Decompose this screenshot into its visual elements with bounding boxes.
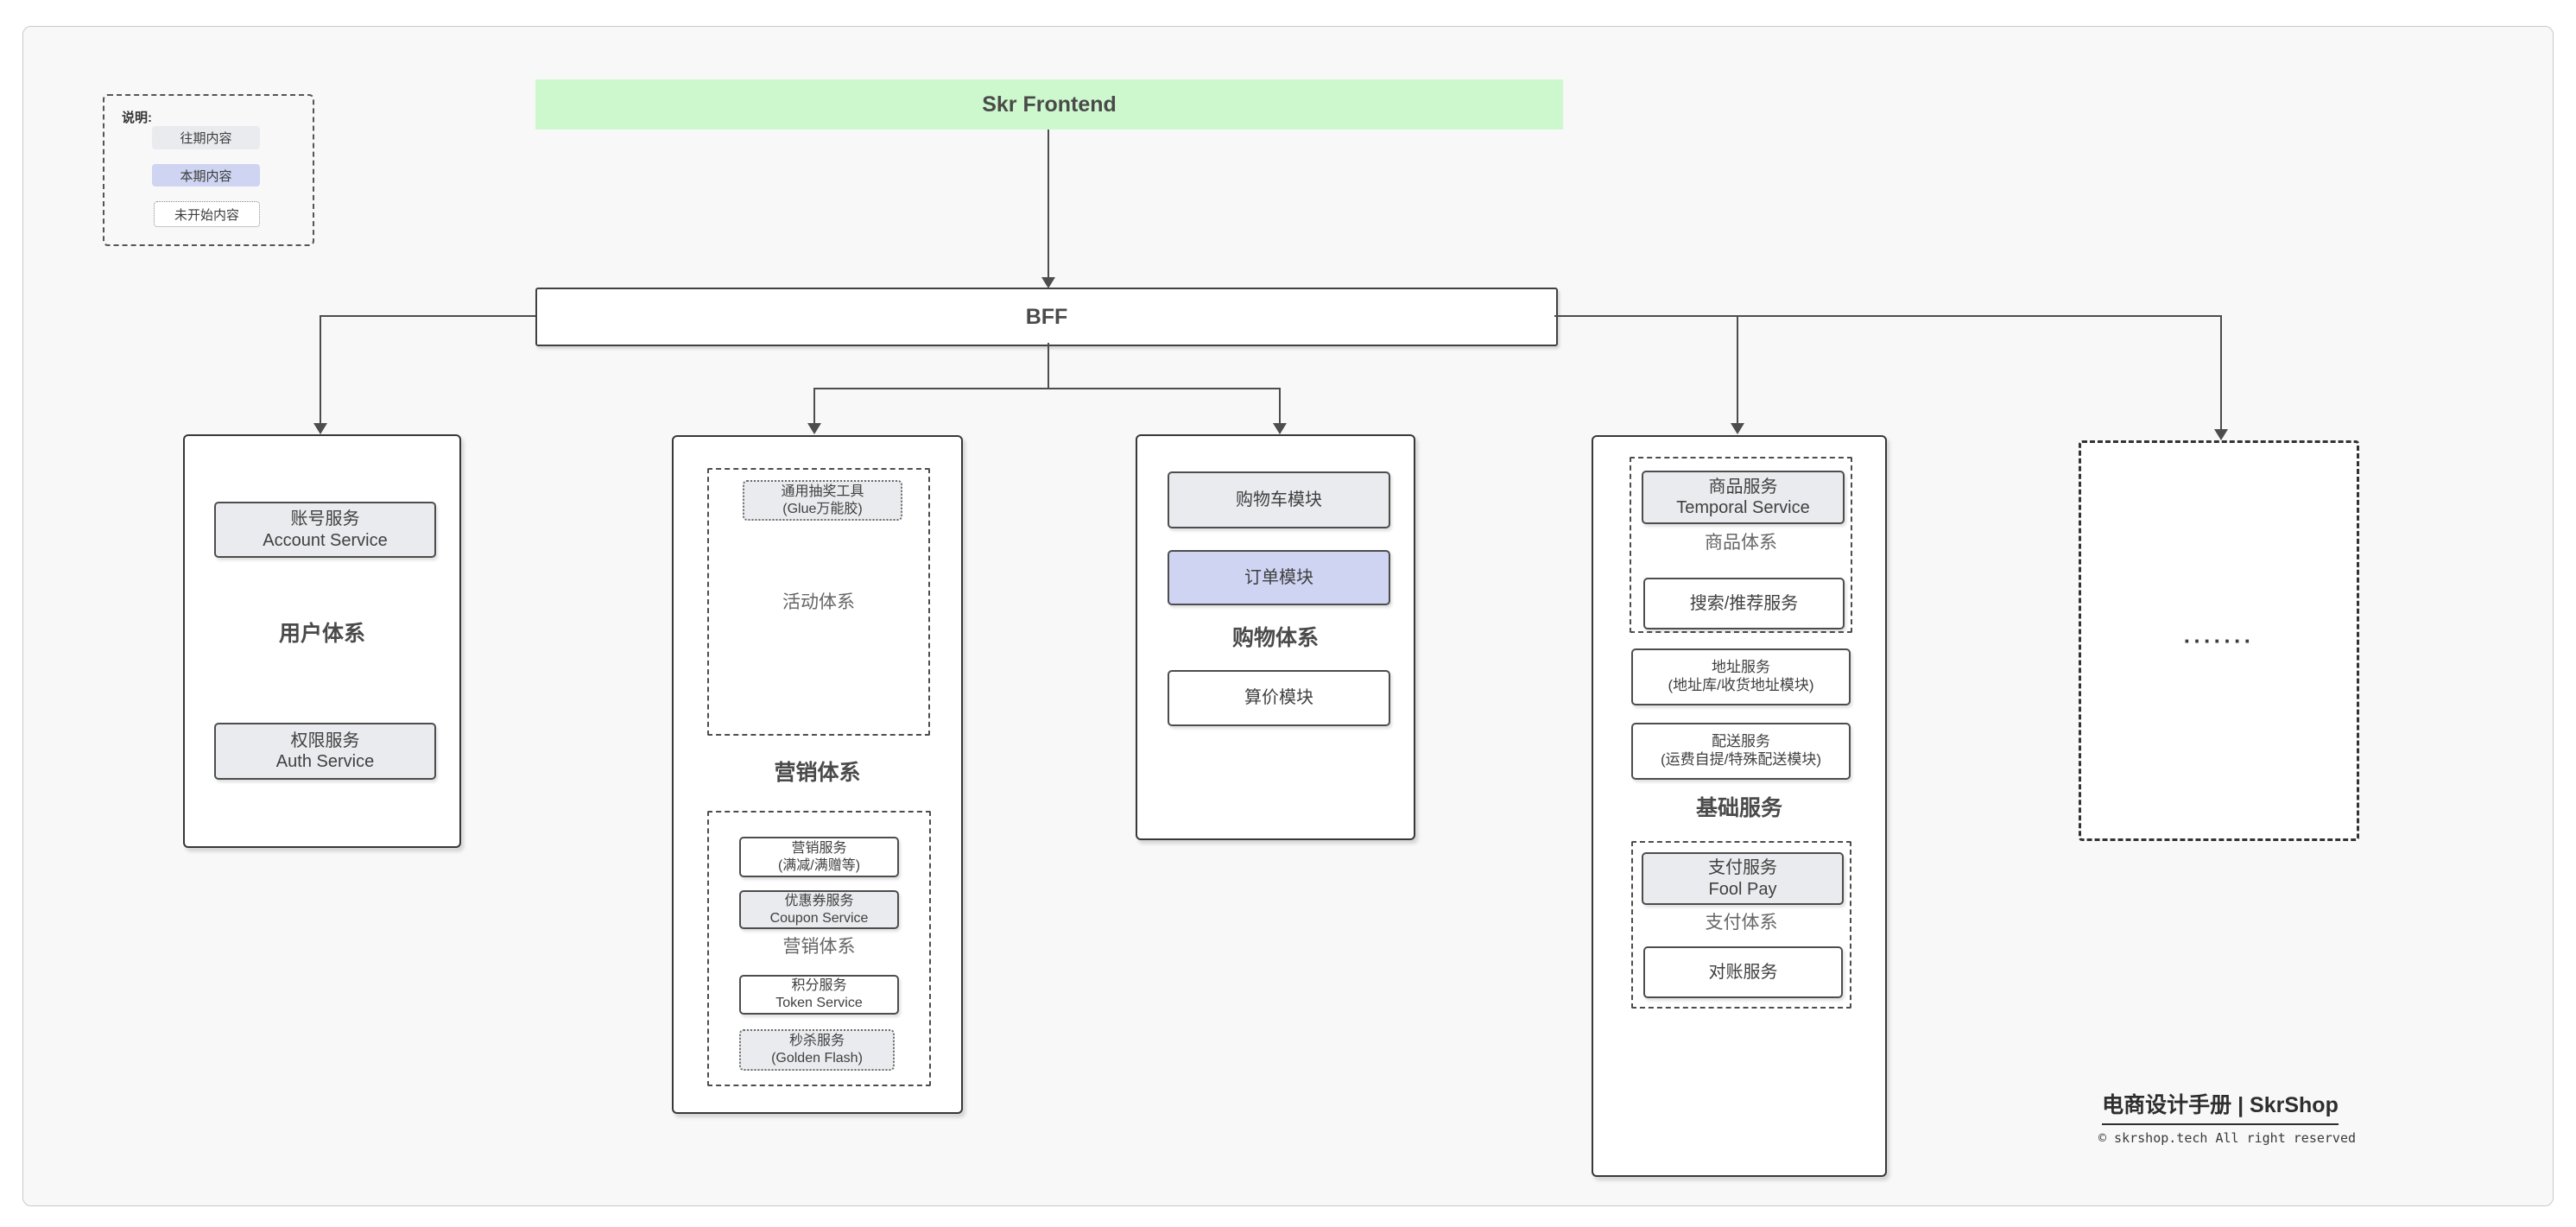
delivery-service-line2: (运费自提/特殊配送模块) [1660, 751, 1822, 768]
legend-title: 说明: [122, 111, 152, 125]
marketing-system-title: 营销体系 [774, 761, 861, 785]
marketing-service-line2: (满减/满赠等) [777, 857, 861, 873]
reconciliation-service-node: 对账服务 [1643, 946, 1843, 998]
auth-service-line2: Auth Service [275, 752, 375, 771]
activity-group: 通用抽奖工具 (Glue万能胶) 活动体系 [707, 468, 930, 736]
user-system-container: 账号服务 Account Service 用户体系 权限服务 Auth Serv… [183, 434, 461, 848]
token-service-line2: Token Service [775, 996, 863, 1010]
payment-group-label: 支付体系 [1705, 913, 1778, 933]
future-placeholder-box: ······· [2079, 440, 2359, 841]
foolpay-service-line2: Fool Pay [1708, 879, 1777, 899]
skr-frontend-node: Skr Frontend [535, 79, 1563, 130]
account-service-line1: 账号服务 [290, 509, 360, 529]
footer-title: 电商设计手册 | SkrShop [2102, 1088, 2339, 1125]
foolpay-service-node: 支付服务 Fool Pay [1642, 852, 1844, 905]
search-recommend-line1: 搜索/推荐服务 [1689, 593, 1799, 613]
auth-service-line1: 权限服务 [290, 731, 360, 750]
connector-basic-v [1737, 315, 1738, 425]
connector-frontend-bff [1047, 130, 1049, 279]
token-service-node: 积分服务 Token Service [739, 975, 899, 1015]
legend-item-not-started: 未开始内容 [154, 201, 260, 227]
goods-group-label: 商品体系 [1705, 533, 1777, 553]
order-module-node: 订单模块 [1168, 550, 1390, 605]
connector-bff-center-stem [1047, 343, 1049, 389]
legend-item-past: 往期内容 [152, 126, 260, 149]
delivery-service-line1: 配送服务 [1712, 733, 1770, 750]
shopping-system-container: 购物车模块 订单模块 购物体系 算价模块 [1136, 434, 1415, 840]
connector-future-v [2220, 315, 2222, 431]
goods-group: 商品服务 Temporal Service 商品体系 搜索/推荐服务 [1630, 457, 1852, 633]
connector-bff-user-v [320, 315, 321, 425]
lottery-tool-line2: (Glue万能胶) [782, 501, 863, 516]
auth-service-node: 权限服务 Auth Service [214, 723, 436, 780]
activity-group-label: 活动体系 [782, 592, 855, 612]
coupon-service-line1: 优惠券服务 [784, 893, 854, 908]
connector-center-split [814, 388, 1281, 389]
connector-bff-right-h [1554, 315, 2222, 317]
connector-marketing-v [813, 388, 815, 425]
coupon-service-node: 优惠券服务 Coupon Service [739, 890, 899, 929]
arrowhead-basic-services [1731, 423, 1744, 434]
delivery-service-node: 配送服务 (运费自提/特殊配送模块) [1631, 723, 1851, 780]
marketing-service-node: 营销服务 (满减/满赠等) [739, 837, 899, 877]
address-service-line2: (地址库/收货地址模块) [1668, 677, 1814, 693]
seckill-service-line1: 秒杀服务 [788, 1034, 845, 1049]
arrowhead-shopping-system [1273, 423, 1287, 434]
basic-services-title: 基础服务 [1695, 796, 1782, 820]
shopping-system-title: 购物体系 [1231, 626, 1319, 650]
payment-group: 支付服务 Fool Pay 支付体系 对账服务 [1631, 841, 1851, 1009]
address-service-line1: 地址服务 [1712, 659, 1770, 676]
pricing-module-node: 算价模块 [1168, 670, 1390, 726]
foolpay-service-line1: 支付服务 [1708, 858, 1777, 878]
connector-bff-user-h [320, 315, 535, 317]
seckill-service-line2: (Golden Flash) [771, 1051, 863, 1066]
connector-shopping-v [1279, 388, 1281, 425]
temporal-service-node: 商品服务 Temporal Service [1642, 471, 1845, 524]
temporal-service-line2: Temporal Service [1676, 498, 1810, 517]
temporal-service-line1: 商品服务 [1708, 477, 1778, 496]
account-service-node: 账号服务 Account Service [214, 502, 436, 558]
arrowhead-bff [1041, 277, 1055, 288]
search-recommend-node: 搜索/推荐服务 [1643, 578, 1845, 629]
address-service-node: 地址服务 (地址库/收货地址模块) [1631, 648, 1851, 705]
footer: 电商设计手册 | SkrShop © skrshop.tech All righ… [2098, 1088, 2357, 1146]
cart-module-line1: 购物车模块 [1236, 490, 1322, 509]
account-service-line2: Account Service [263, 530, 388, 550]
legend-item-current: 本期内容 [152, 164, 260, 187]
basic-services-container: 商品服务 Temporal Service 商品体系 搜索/推荐服务 地址服务 … [1592, 435, 1887, 1177]
pricing-module-line1: 算价模块 [1244, 688, 1313, 708]
token-service-line1: 积分服务 [791, 978, 847, 994]
footer-copyright: © skrshop.tech All right reserved [2098, 1130, 2357, 1146]
lottery-tool-line1: 通用抽奖工具 [781, 484, 864, 499]
reconciliation-service-line1: 对账服务 [1708, 962, 1778, 982]
bff-node: BFF [535, 288, 1558, 346]
arrowhead-user-system [313, 423, 327, 434]
marketing-service-line1: 营销服务 [791, 840, 847, 856]
marketing-group: 营销服务 (满减/满赠等) 优惠券服务 Coupon Service 营销体系 … [707, 811, 931, 1086]
user-system-title: 用户体系 [278, 622, 365, 646]
order-module-line1: 订单模块 [1244, 567, 1313, 587]
arrowhead-future-box [2214, 429, 2228, 440]
lottery-tool-node: 通用抽奖工具 (Glue万能胶) [743, 480, 902, 521]
marketing-system-container: 通用抽奖工具 (Glue万能胶) 活动体系 营销体系 营销服务 (满减/满赠等)… [672, 435, 963, 1114]
arrowhead-marketing-system [807, 423, 821, 434]
marketing-group-label: 营销体系 [782, 937, 856, 957]
seckill-service-node: 秒杀服务 (Golden Flash) [739, 1029, 895, 1071]
legend: 说明: 往期内容 本期内容 未开始内容 [103, 94, 314, 246]
cart-module-node: 购物车模块 [1168, 471, 1390, 528]
coupon-service-line2: Coupon Service [769, 910, 869, 926]
